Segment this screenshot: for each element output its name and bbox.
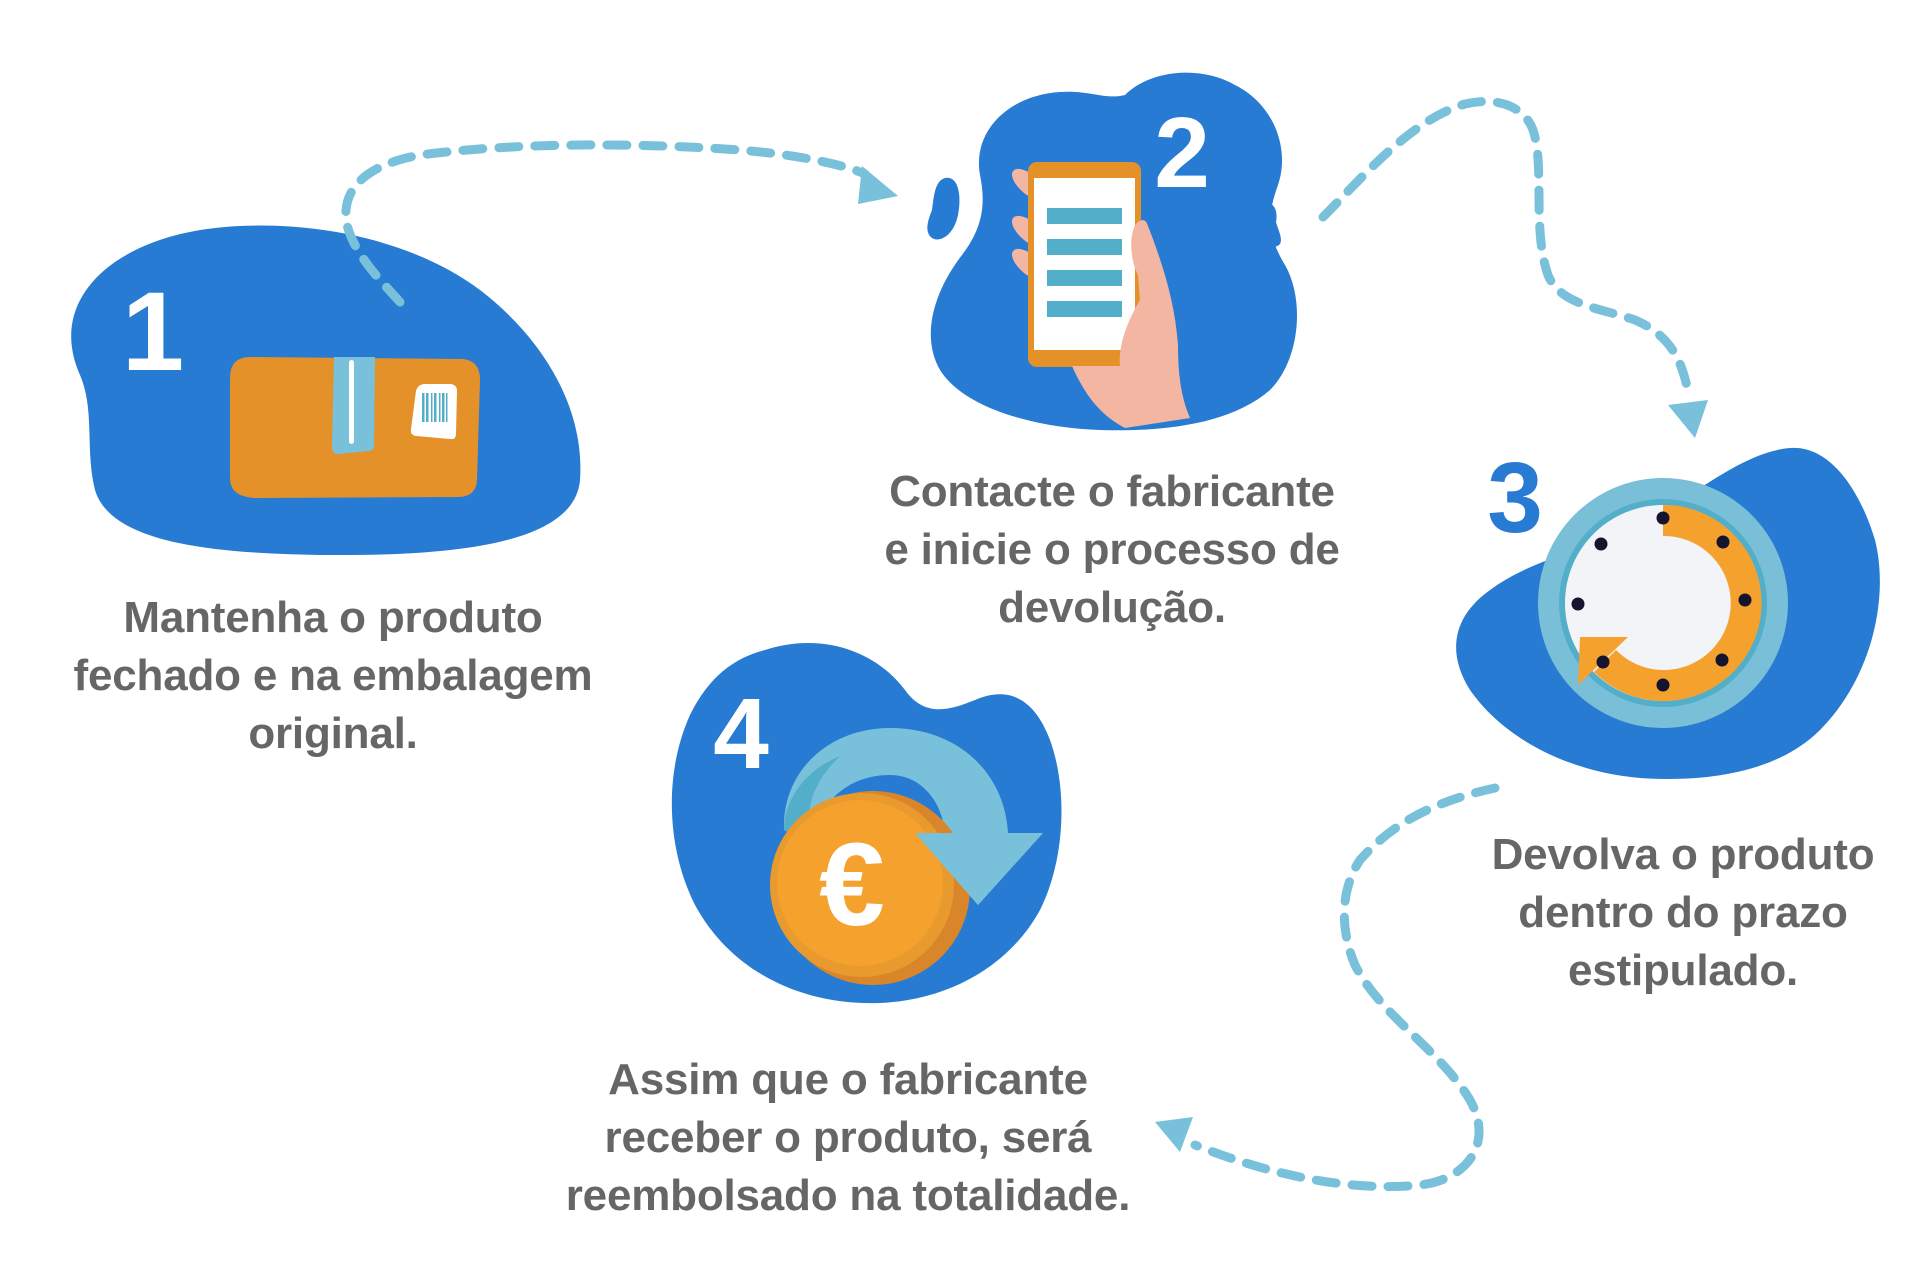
step-2-blob-droplet-left — [927, 177, 960, 240]
step-4-illustration: 4 € — [671, 643, 1062, 1004]
step-2-number: 2 — [1154, 97, 1210, 209]
step-3-caption-line-3: estipulado. — [1567, 946, 1799, 995]
step-1-caption-line-1: Mantenha o produto — [123, 593, 543, 642]
step-1-illustration: 1 — [71, 225, 581, 556]
step-2-caption: Contacte o fabricante e inicie o process… — [862, 463, 1362, 637]
step-4-caption: Assim que o fabricante receber o produto… — [548, 1051, 1148, 1225]
step-2-illustration: 2 — [927, 72, 1297, 431]
step-1-caption-line-3: original. — [248, 709, 418, 758]
connector-2-to-3-arrowhead — [1668, 400, 1708, 438]
connector-3-to-4-arrowhead — [1155, 1117, 1193, 1152]
connector-1-to-2-arrowhead — [858, 166, 898, 204]
step-4-caption-line-2: receber o produto, será — [604, 1113, 1092, 1162]
step-3-illustration: 3 — [1456, 442, 1880, 779]
step-3-caption-line-2: dentro do prazo — [1518, 888, 1848, 937]
step-1-caption: Mantenha o produto fechado e na embalage… — [63, 589, 603, 763]
euro-symbol: € — [819, 819, 885, 951]
step-2-caption-line-2: e inicie o processo de — [884, 525, 1340, 574]
step-2-blob-droplet-right — [1256, 202, 1281, 247]
connector-2-to-3 — [1318, 97, 1693, 397]
clock-countdown-icon — [1538, 478, 1788, 728]
euro-coin-refund-icon: € — [770, 791, 1043, 985]
step-2-caption-line-1: Contacte o fabricante — [889, 467, 1335, 516]
step-2-caption-line-3: devolução. — [998, 583, 1226, 632]
step-4-caption-line-1: Assim que o fabricante — [608, 1055, 1088, 1104]
step-3-number: 3 — [1487, 442, 1543, 554]
connector-1-to-2 — [341, 140, 870, 307]
step-1-number: 1 — [122, 269, 184, 394]
smartphone-in-hand-icon — [1011, 162, 1190, 428]
connector-3-to-4 — [1190, 783, 1500, 1192]
step-3-caption-line-1: Devolva o produto — [1491, 830, 1875, 879]
step-4-caption-line-3: reembolsado na totalidade. — [565, 1171, 1131, 1220]
package-box-icon — [230, 357, 480, 498]
step-4-number: 4 — [713, 678, 769, 790]
step-3-caption: Devolva o produto dentro do prazo estipu… — [1463, 826, 1903, 1000]
step-1-caption-line-2: fechado e na embalagem — [73, 651, 593, 700]
